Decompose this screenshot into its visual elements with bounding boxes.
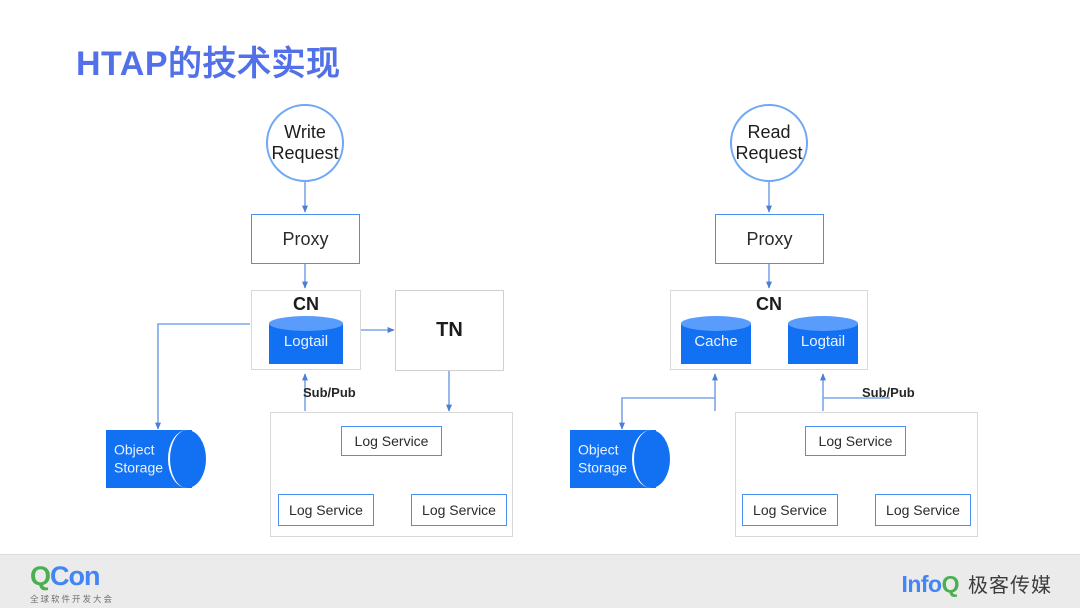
- left-object-storage-line2: Storage: [114, 459, 164, 475]
- write-request-node[interactable]: Write Request: [266, 104, 344, 182]
- right-object-storage[interactable]: Object Storage: [570, 430, 670, 488]
- cylinder-top: [269, 316, 343, 331]
- cylinder-top: [788, 316, 858, 331]
- left-object-storage-line1: Object: [114, 441, 155, 458]
- tn-node[interactable]: TN: [395, 290, 504, 371]
- left-log-service-3[interactable]: Log Service: [411, 494, 507, 526]
- right-cn-label: CN: [756, 294, 782, 314]
- infoq-logo-cn: 极客传媒: [968, 575, 1052, 597]
- infoq-logo-info: Info: [901, 571, 942, 597]
- qcon-logo-subtitle: 全球软件开发大会: [30, 594, 115, 604]
- cylinder-top: [681, 316, 751, 331]
- write-request-line1: Write: [284, 122, 326, 143]
- left-object-storage[interactable]: Object Storage: [106, 430, 206, 488]
- write-request-line2: Request: [271, 143, 339, 163]
- left-proxy-node[interactable]: Proxy: [251, 214, 360, 264]
- left-logtail-label: Logtail: [283, 332, 329, 350]
- infoq-logo-q: Q: [941, 571, 960, 597]
- page-title: HTAP的技术实现: [76, 45, 341, 83]
- right-log-service-3[interactable]: Log Service: [875, 494, 971, 526]
- right-cache-label: Cache: [694, 332, 738, 350]
- right-proxy-node[interactable]: Proxy: [715, 214, 824, 264]
- left-log-service-2[interactable]: Log Service: [278, 494, 374, 526]
- qcon-logo: QCon 全球软件开发大会: [30, 563, 114, 605]
- right-object-storage-line1: Object: [578, 441, 619, 458]
- right-logtail-label: Logtail: [800, 332, 846, 350]
- qcon-logo-con: Con: [50, 561, 100, 591]
- left-cn-label: CN: [293, 294, 319, 314]
- left-logtail-cylinder[interactable]: Logtail: [269, 316, 343, 364]
- read-request-line2: Request: [735, 143, 803, 163]
- hcyl-cap: [168, 430, 206, 488]
- hcyl-cap: [632, 430, 670, 488]
- left-subpub-label: Sub/Pub: [303, 385, 356, 400]
- read-request-line1: Read: [747, 122, 791, 143]
- right-log-service-2[interactable]: Log Service: [742, 494, 838, 526]
- right-logtail-cylinder[interactable]: Logtail: [788, 316, 858, 364]
- right-object-storage-line2: Storage: [578, 459, 628, 475]
- right-log-service-1[interactable]: Log Service: [805, 426, 906, 456]
- qcon-logo-q: Q: [30, 561, 51, 591]
- right-subpub-label: Sub/Pub: [862, 385, 915, 400]
- read-request-node[interactable]: Read Request: [730, 104, 808, 182]
- left-log-service-1[interactable]: Log Service: [341, 426, 442, 456]
- right-cache-cylinder[interactable]: Cache: [681, 316, 751, 364]
